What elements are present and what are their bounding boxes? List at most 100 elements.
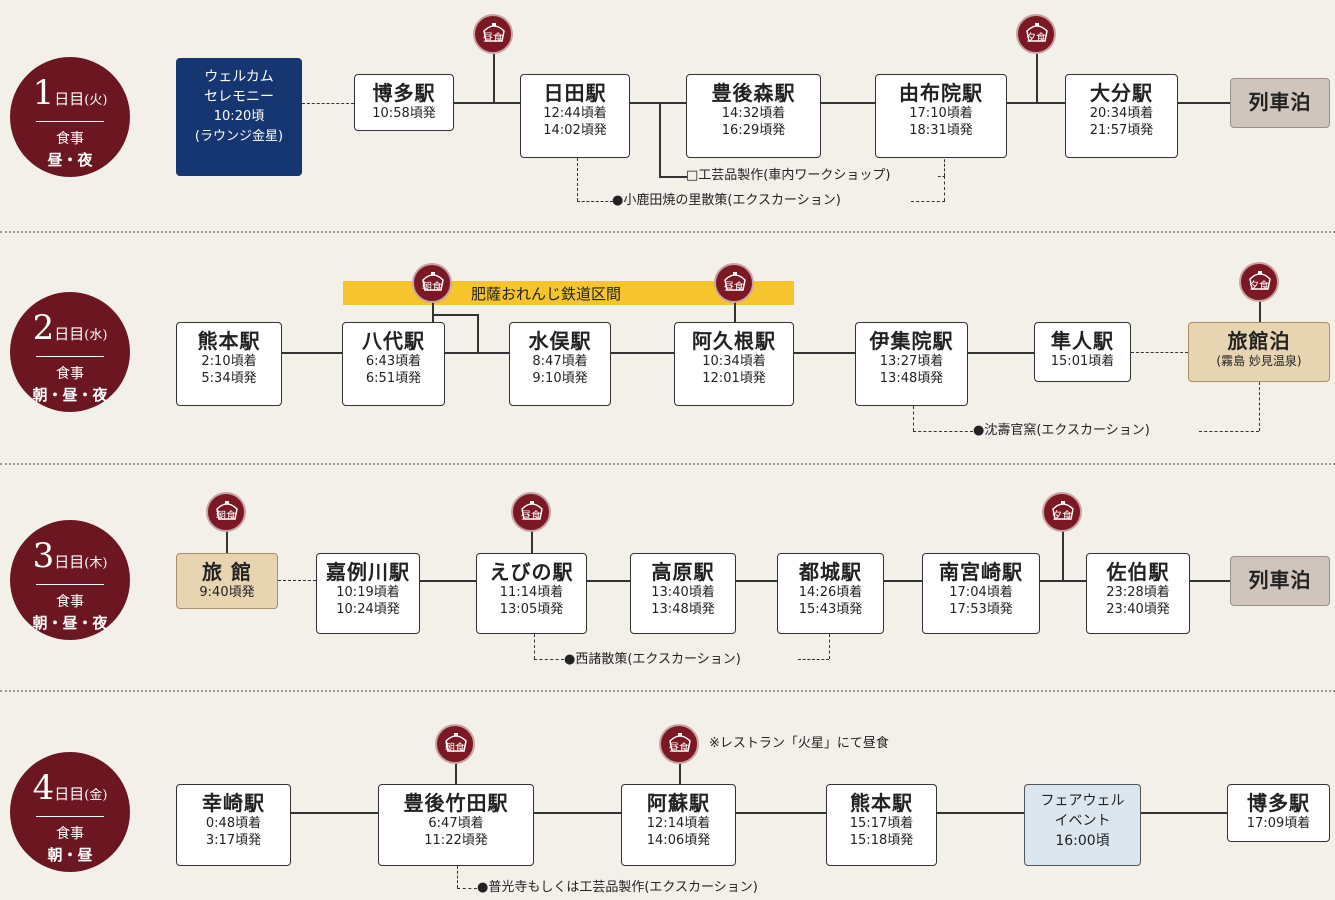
station-name: えびの駅	[489, 560, 574, 584]
bowl-icon	[1026, 23, 1048, 42]
meal-badge-label: 夕食	[1249, 281, 1269, 292]
station-name: 阿蘇駅	[647, 791, 710, 815]
station-minamimiyazaki: 南宮崎駅 17:04頃着 17:53頃発	[922, 553, 1040, 634]
day-weekday: (水)	[84, 328, 108, 343]
excursion-note: ●小鹿田焼の里散策(エクスカーション)	[612, 193, 841, 208]
row-separator	[0, 231, 1335, 233]
station-time: 14:26頃着	[798, 585, 863, 600]
station-name: 水俣駅	[528, 329, 592, 353]
station-miyakonojo: 都城駅 14:26頃着 15:43頃発	[777, 553, 884, 634]
welcome-venue: (ラウンジ金星)	[194, 129, 284, 144]
station-time: 11:14頃着	[499, 585, 564, 600]
station-time: 21:57頃発	[1089, 123, 1154, 138]
station-yatsushiro: 八代駅 6:43頃着 6:51頃発	[342, 322, 445, 406]
station-yufuin: 由布院駅 17:10頃着 18:31頃発	[875, 74, 1007, 158]
bowl-icon	[216, 501, 238, 520]
bowl-icon	[422, 272, 444, 291]
station-bungomori: 豊後森駅 14:32頃着 16:29頃発	[686, 74, 821, 158]
station-time: 16:29頃発	[721, 123, 786, 138]
day1-badge: 1日目(火) 食事 昼・夜	[10, 57, 130, 177]
station-name: 豊後竹田駅	[403, 791, 509, 815]
station-time: 10:19頃着	[336, 585, 400, 600]
lunch-badge: 昼食	[714, 263, 754, 303]
craft-note: □工芸品製作(車内ワークショップ)	[686, 168, 891, 183]
bowl-icon	[724, 272, 746, 291]
station-time: 13:48頃発	[879, 371, 944, 386]
station-hita: 日田駅 12:44頃着 14:02頃発	[520, 74, 630, 158]
farewell-line: フェアウェル	[1040, 793, 1125, 809]
welcome-line: ウェルカム	[204, 69, 274, 85]
excursion-note: ●普光寺もしくは工芸品製作(エクスカーション)	[477, 880, 758, 895]
station-name: 熊本駅	[850, 791, 913, 815]
station-time: 13:05頃発	[499, 602, 564, 617]
station-time: 0:48頃着	[205, 816, 262, 831]
station-time: 6:43頃着	[365, 354, 422, 369]
station-name: 旅 館	[202, 560, 252, 584]
welcome-line: セレモニー	[204, 89, 274, 105]
bowl-icon	[521, 501, 543, 520]
station-time: 10:24頃発	[336, 602, 400, 617]
meal-label: 食事	[56, 826, 84, 842]
station-time: 3:17頃発	[205, 833, 262, 848]
station-hayato: 隼人駅 15:01頃着	[1034, 322, 1131, 382]
station-time: 6:51頃発	[365, 371, 422, 386]
meal-value: 朝・昼・夜	[32, 386, 108, 404]
station-time: 12:44頃着	[543, 106, 607, 121]
day-weekday: (木)	[84, 556, 108, 571]
station-time: 23:28頃着	[1106, 585, 1170, 600]
day3-badge: 3日目(木) 食事 朝・昼・夜	[10, 520, 130, 640]
lunch-badge: 昼食	[473, 14, 513, 54]
stay-label: 旅館泊	[1227, 329, 1291, 353]
bowl-icon	[445, 733, 467, 752]
farewell-event-box: フェアウェル イベント 16:00頃	[1024, 784, 1141, 866]
station-time: 5:34頃発	[201, 371, 257, 386]
meal-label: 食事	[56, 131, 84, 147]
station-kumamoto: 熊本駅 2:10頃着 5:34頃発	[176, 322, 282, 406]
station-time: 12:14頃着	[646, 816, 711, 831]
day4-badge: 4日目(金) 食事 朝・昼	[10, 752, 130, 872]
dinner-badge: 夕食	[1016, 14, 1056, 54]
meal-badge-label: 夕食	[1026, 33, 1046, 44]
station-name: 佐伯駅	[1106, 560, 1170, 584]
station-kosaki: 幸崎駅 0:48頃着 3:17頃発	[176, 784, 291, 866]
station-time: 12:01頃発	[702, 371, 766, 386]
station-name: 八代駅	[362, 329, 425, 353]
station-name: 阿久根駅	[692, 329, 776, 353]
bowl-icon	[1052, 501, 1074, 520]
stay-label: 列車泊	[1248, 568, 1312, 592]
station-oita: 大分駅 20:34頃着 21:57頃発	[1065, 74, 1178, 158]
meal-badge-label: 朝食	[445, 743, 465, 754]
excursion-note: ●西諸散策(エクスカーション)	[564, 652, 741, 667]
station-time: 9:40頃発	[199, 585, 255, 600]
station-name: 豊後森駅	[711, 81, 796, 105]
day2-badge: 2日目(水) 食事 朝・昼・夜	[10, 292, 130, 412]
meal-badge-label: 昼食	[724, 282, 744, 293]
station-time: 6:47頃着	[428, 816, 484, 831]
day-unit: 日目	[54, 553, 85, 571]
station-saiki: 佐伯駅 23:28頃着 23:40頃発	[1086, 553, 1190, 634]
stay-label: 列車泊	[1248, 90, 1312, 114]
meal-badge-label: 朝食	[422, 282, 442, 293]
station-kareigawa: 嘉例川駅 10:19頃着 10:24頃発	[316, 553, 420, 634]
station-time: 11:22頃発	[424, 833, 488, 848]
station-time: 13:48頃発	[651, 602, 715, 617]
day-unit: 日目	[54, 325, 85, 343]
station-time: 15:43頃発	[798, 602, 863, 617]
meal-badge-label: 昼食	[521, 511, 541, 522]
station-time: 14:02頃発	[543, 123, 607, 138]
day-unit: 日目	[54, 90, 85, 108]
dinner-badge: 夕食	[1239, 262, 1279, 302]
station-name: 博多駅	[1247, 791, 1310, 815]
meal-value: 朝・昼・夜	[32, 614, 108, 632]
farewell-line: イベント	[1054, 813, 1111, 829]
lunch-badge: 昼食	[659, 724, 699, 764]
meal-value: 昼・夜	[47, 151, 93, 169]
station-aso: 阿蘇駅 12:14頃着 14:06頃発	[621, 784, 736, 866]
station-time: 15:18頃発	[849, 833, 914, 848]
station-time: 10:34頃着	[702, 354, 766, 369]
station-ijuin: 伊集院駅 13:27頃着 13:48頃発	[855, 322, 968, 406]
station-name: 由布院駅	[899, 81, 983, 105]
station-time: 13:27頃着	[879, 354, 944, 369]
ryokan-stay-box: 旅館泊 (霧島 妙見温泉)	[1188, 322, 1330, 382]
station-name: 隼人駅	[1051, 329, 1114, 353]
